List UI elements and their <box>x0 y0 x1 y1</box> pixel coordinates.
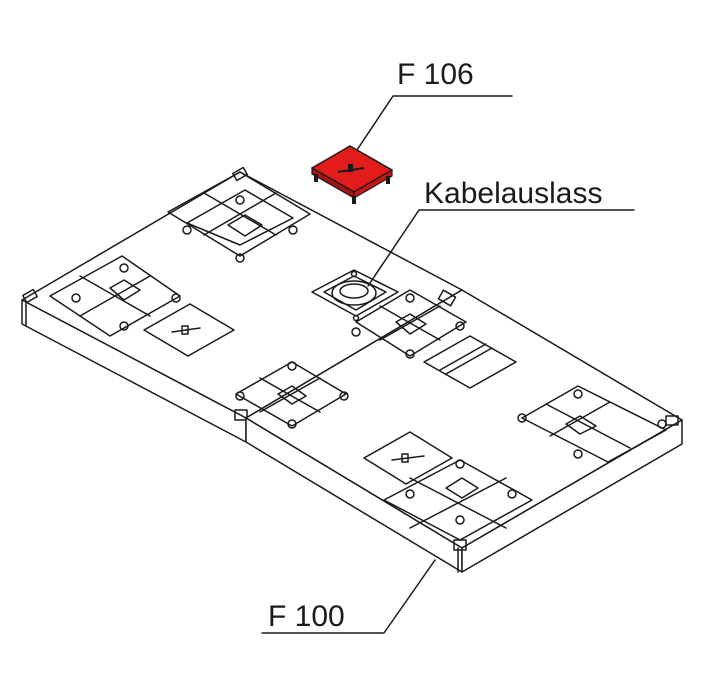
pedestal-grid-right <box>517 385 667 463</box>
cable-outlet <box>311 269 399 322</box>
label-cable-outlet: Kabelauslass <box>424 177 603 210</box>
pedestal-grid-rear <box>167 171 311 263</box>
pedestal-grid-center <box>351 289 467 359</box>
component-f106 <box>311 145 393 204</box>
leader-f106 <box>344 95 513 169</box>
leader-kabelauslass <box>367 209 635 287</box>
floor-panel-left <box>21 166 463 443</box>
floor-panel-right <box>245 289 683 573</box>
pedestal-grid-front <box>383 459 533 541</box>
access-cover-left <box>143 303 235 357</box>
pedestal-grid-left <box>49 255 181 337</box>
access-cover-front <box>363 431 453 485</box>
label-f100: F 100 <box>268 600 345 633</box>
pedestal-grid-mid <box>235 361 349 429</box>
access-cover-double <box>423 335 517 389</box>
leader-f100 <box>261 559 436 634</box>
label-f106: F 106 <box>397 58 474 91</box>
